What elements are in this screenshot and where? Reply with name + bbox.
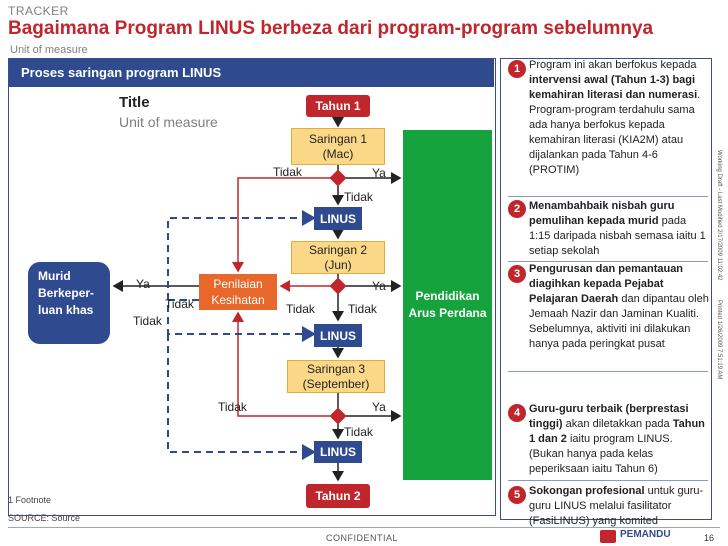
source-note: SOURCE: Source: [8, 513, 81, 523]
saringan3-box: Saringan 3 (September): [287, 360, 385, 393]
saringan1-box: Saringan 1 (Mac): [291, 128, 385, 165]
tracker-label: TRACKER: [8, 4, 69, 18]
item-text-1: Program ini akan berfokus kepada interve…: [529, 59, 701, 176]
tidak-label-3b: Tidak: [344, 425, 373, 439]
item-text-3: Pengurusan dan pemantauan diagihkan kepa…: [529, 263, 709, 350]
footnote: 1 Footnote: [8, 495, 52, 505]
tidak-label-return: Tidak: [133, 314, 162, 328]
ya-label-2: Ya: [372, 279, 386, 293]
tidak-label-2b: Tidak: [348, 302, 377, 316]
murid-berkeperluan-box: Murid Berkeper-luan khas: [28, 262, 110, 344]
item-text-4: Guru-guru terbaik (berprestasi tinggi) a…: [529, 403, 705, 475]
ya-label-3: Ya: [372, 400, 386, 414]
item-number-1: 1: [508, 60, 526, 78]
saringan2-box: Saringan 2 (Jun): [291, 241, 385, 274]
tidak-label-penilaian: Tidak: [165, 297, 194, 311]
separator-2: [508, 261, 708, 262]
item-text-2: Menambahbaik nisbah guru pemulihan kepad…: [529, 200, 706, 257]
left-panel-header: Proses saringan program LINUS: [9, 59, 494, 87]
item-number-2: 2: [508, 200, 526, 218]
page-number: 16: [704, 533, 715, 543]
pendidikan-arus-perdana-box: Pendidikan Arus Perdana: [403, 130, 492, 480]
pemandu-logo-icon: [600, 530, 616, 543]
separator-4: [508, 480, 708, 481]
tahun2-box: Tahun 2: [306, 484, 370, 508]
tidak-label-1a: Tidak: [273, 165, 302, 179]
separator-1: [508, 196, 708, 197]
linus-box-1: LINUS: [314, 207, 362, 230]
unit-of-measure: Unit of measure: [10, 44, 88, 56]
item-number-4: 4: [508, 404, 526, 422]
tahun1-box: Tahun 1: [306, 95, 370, 117]
side-text-modified: Working Draft - Last Modified 2/17/2009 …: [716, 150, 722, 281]
side-text-printed: Printed 1/26/2009 7:51:19 AM: [716, 300, 722, 380]
item-number-5: 5: [508, 486, 526, 504]
separator-3: [508, 371, 708, 372]
tidak-label-3a: Tidak: [218, 400, 247, 414]
penilaian-kesihatan-box: Penilaian Kesihatan: [199, 274, 277, 310]
item-text-5: Sokongan profesional untuk guru-guru LIN…: [529, 485, 704, 527]
chart-unit: Unit of measure: [119, 114, 218, 130]
right-panel: [500, 58, 712, 520]
left-panel: [8, 58, 496, 516]
tidak-label-2a: Tidak: [286, 302, 315, 316]
item-number-3: 3: [508, 265, 526, 283]
tidak-label-1b: Tidak: [344, 190, 373, 204]
ya-label-1: Ya: [372, 166, 386, 180]
linus-box-2: LINUS: [314, 324, 362, 347]
confidential-label: CONFIDENTIAL: [326, 533, 399, 543]
footer-divider: [8, 527, 720, 528]
pemandu-logo-text: PEMANDU: [620, 529, 671, 540]
chart-title: Title: [119, 94, 150, 111]
page-title: Bagaimana Program LINUS berbeza dari pro…: [8, 18, 654, 39]
linus-box-3: LINUS: [314, 441, 362, 463]
ya-label-penilaian: Ya: [136, 277, 150, 291]
